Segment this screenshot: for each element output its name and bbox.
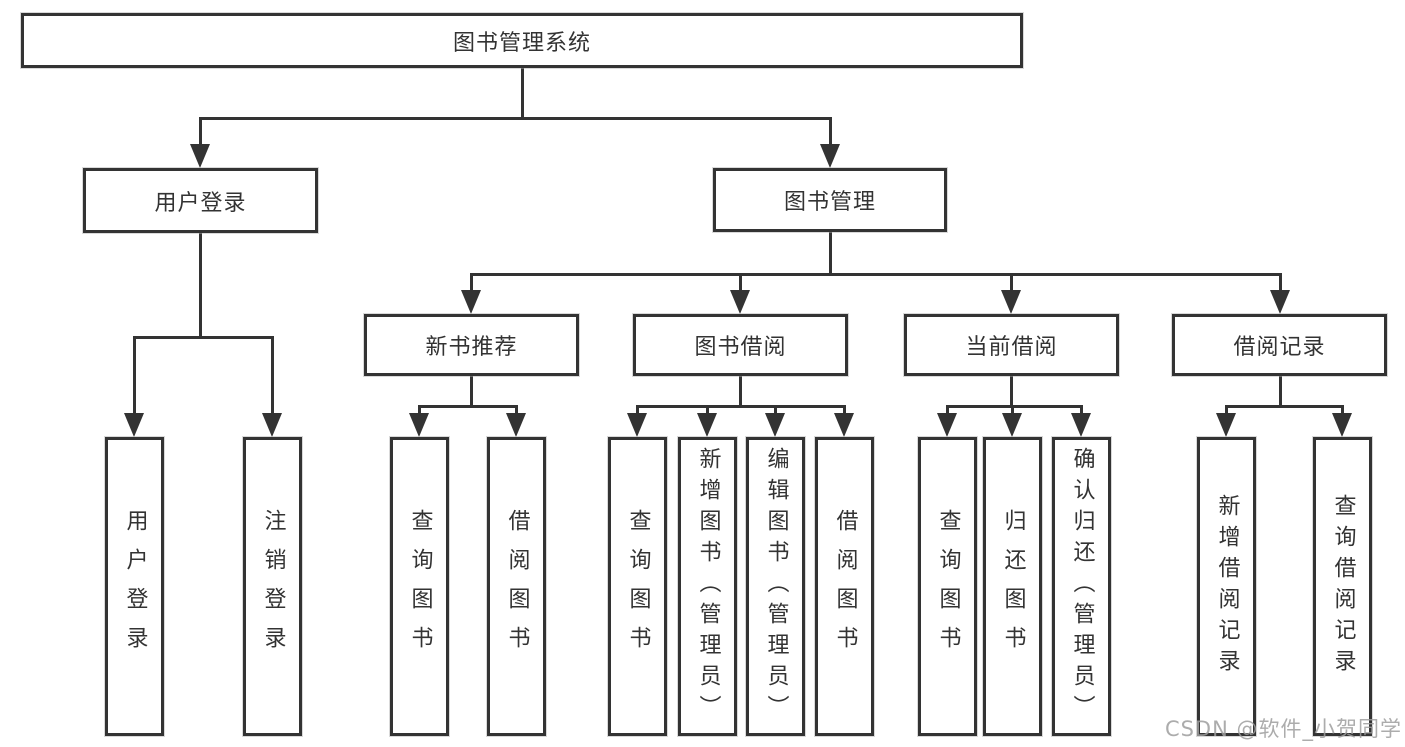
leaf-user-login-label: 用户登录 bbox=[122, 508, 148, 665]
arrow-leaf-add-book bbox=[697, 413, 717, 437]
leaf-edit-book-admin: 编辑图书（管理员） bbox=[746, 437, 805, 736]
connector-level3-rail bbox=[470, 273, 1282, 276]
arrow-leaf-user-login bbox=[124, 413, 144, 437]
arrow-new-book-recommend bbox=[461, 290, 481, 314]
arrow-leaf-query-books-current bbox=[937, 413, 957, 437]
connector-stem-borrow1 bbox=[515, 407, 518, 415]
node-user-login: 用户登录 bbox=[83, 168, 318, 233]
leaf-user-login: 用户登录 bbox=[105, 437, 164, 736]
csdn-watermark: CSDN @软件_小贺同学 bbox=[1164, 717, 1402, 741]
connector-stem-add-book bbox=[706, 407, 709, 415]
connector-borrow-records-drop bbox=[1279, 374, 1282, 407]
node-new-book-recommend-label: 新书推荐 bbox=[425, 335, 518, 360]
connector-root-drop bbox=[521, 66, 524, 120]
arrow-leaf-confirm-return bbox=[1071, 413, 1091, 437]
node-current-borrow: 当前借阅 bbox=[904, 314, 1119, 376]
connector-current-borrow-drop bbox=[1010, 374, 1013, 407]
leaf-logout-label: 注销登录 bbox=[260, 508, 286, 665]
connector-stem-edit-book bbox=[774, 407, 777, 415]
leaf-return-books: 归还图书 bbox=[983, 437, 1042, 736]
leaf-confirm-return-admin: 确认归还（管理员） bbox=[1052, 437, 1111, 736]
arrow-user-login bbox=[190, 144, 210, 168]
arrow-leaf-borrow-books-borrow bbox=[834, 413, 854, 437]
connector-stem-query-record bbox=[1341, 407, 1344, 415]
node-book-borrow: 图书借阅 bbox=[633, 314, 848, 376]
arrow-leaf-query-borrow-record bbox=[1332, 413, 1352, 437]
node-current-borrow-label: 当前借阅 bbox=[965, 335, 1058, 360]
connector-stem-book-borrow bbox=[739, 275, 742, 292]
leaf-query-books-recommend-label: 查询图书 bbox=[407, 508, 433, 665]
leaf-add-borrow-record-label: 新增借阅记录 bbox=[1214, 493, 1240, 680]
connector-new-book-drop bbox=[470, 374, 473, 407]
leaf-query-books-current-label: 查询图书 bbox=[935, 508, 961, 665]
leaf-query-books-borrow-label: 查询图书 bbox=[625, 508, 651, 665]
connector-level2-rail bbox=[199, 117, 832, 120]
node-borrow-records: 借阅记录 bbox=[1172, 314, 1387, 376]
arrow-leaf-return-books bbox=[1002, 413, 1022, 437]
leaf-add-book-admin-label: 新增图书（管理员） bbox=[695, 447, 721, 726]
leaf-borrow-books-borrow: 借阅图书 bbox=[815, 437, 874, 736]
leaf-borrow-books-recommend-label: 借阅图书 bbox=[504, 508, 530, 665]
leaf-edit-book-admin-label: 编辑图书（管理员） bbox=[763, 447, 789, 726]
connector-stem-borrow2 bbox=[843, 407, 846, 415]
connector-stem-leaf-logout bbox=[271, 338, 274, 415]
node-book-management-label: 图书管理 bbox=[783, 190, 876, 215]
connector-stem-query3 bbox=[946, 407, 949, 415]
node-root: 图书管理系统 bbox=[21, 13, 1023, 68]
leaf-query-borrow-record: 查询借阅记录 bbox=[1313, 437, 1372, 736]
connector-book-borrow-rail bbox=[636, 405, 846, 408]
node-new-book-recommend: 新书推荐 bbox=[364, 314, 579, 376]
connector-user-login-drop bbox=[199, 231, 202, 339]
arrow-leaf-query-books-recommend bbox=[409, 413, 429, 437]
leaf-borrow-books-borrow-label: 借阅图书 bbox=[832, 508, 858, 665]
connector-stem-leaf-user-login bbox=[133, 338, 136, 415]
connector-stem-new-book bbox=[470, 275, 473, 292]
connector-user-login-rail bbox=[133, 336, 274, 339]
leaf-logout: 注销登录 bbox=[243, 437, 302, 736]
connector-current-borrow-rail bbox=[946, 405, 1083, 408]
connector-stem-return-books bbox=[1011, 407, 1014, 415]
connector-book-management-drop bbox=[829, 230, 832, 276]
node-book-borrow-label: 图书借阅 bbox=[694, 335, 787, 360]
leaf-query-books-borrow: 查询图书 bbox=[608, 437, 667, 736]
connector-stem-query2 bbox=[636, 407, 639, 415]
connector-stem-add-record bbox=[1225, 407, 1228, 415]
node-user-login-label: 用户登录 bbox=[154, 190, 247, 216]
arrow-book-management bbox=[820, 144, 840, 168]
arrow-leaf-add-borrow-record bbox=[1216, 413, 1236, 437]
leaf-confirm-return-admin-label: 确认归还（管理员） bbox=[1069, 447, 1095, 726]
arrow-book-borrow bbox=[730, 290, 750, 314]
connector-stem-query1 bbox=[418, 407, 421, 415]
connector-stem-book-management bbox=[829, 119, 832, 146]
arrow-leaf-logout bbox=[262, 413, 282, 437]
arrow-leaf-query-books-borrow bbox=[627, 413, 647, 437]
arrow-leaf-borrow-books-recommend bbox=[506, 413, 526, 437]
connector-borrow-records-rail bbox=[1225, 405, 1344, 408]
connector-book-borrow-drop bbox=[739, 374, 742, 407]
connector-stem-user-login bbox=[199, 119, 202, 146]
leaf-add-borrow-record: 新增借阅记录 bbox=[1197, 437, 1256, 736]
arrow-borrow-records bbox=[1270, 290, 1290, 314]
connector-stem-confirm-return bbox=[1080, 407, 1083, 415]
connector-stem-borrow-records bbox=[1279, 275, 1282, 292]
leaf-borrow-books-recommend: 借阅图书 bbox=[487, 437, 546, 736]
connector-stem-current-borrow bbox=[1010, 275, 1013, 292]
node-book-management: 图书管理 bbox=[713, 168, 947, 232]
arrow-current-borrow bbox=[1001, 290, 1021, 314]
arrow-leaf-edit-book bbox=[765, 413, 785, 437]
node-root-label: 图书管理系统 bbox=[452, 30, 591, 56]
leaf-add-book-admin: 新增图书（管理员） bbox=[678, 437, 737, 736]
leaf-query-books-recommend: 查询图书 bbox=[390, 437, 449, 736]
leaf-return-books-label: 归还图书 bbox=[1000, 508, 1026, 665]
connector-new-book-rail bbox=[418, 405, 518, 408]
leaf-query-books-current: 查询图书 bbox=[918, 437, 977, 736]
node-borrow-records-label: 借阅记录 bbox=[1233, 335, 1326, 360]
leaf-query-borrow-record-label: 查询借阅记录 bbox=[1330, 493, 1356, 680]
